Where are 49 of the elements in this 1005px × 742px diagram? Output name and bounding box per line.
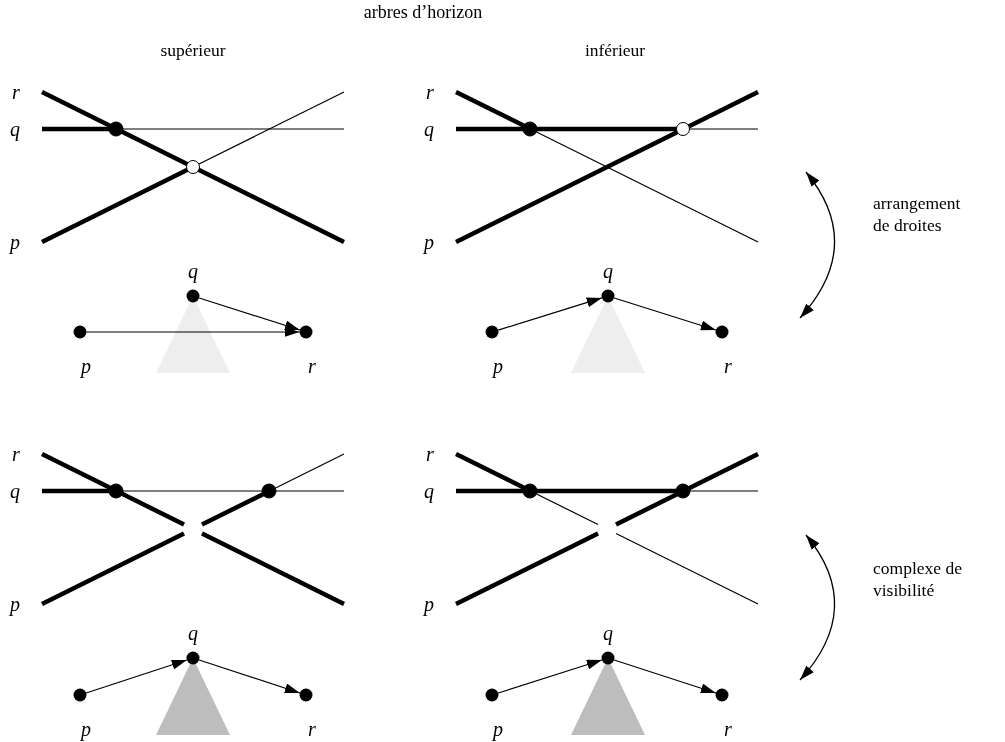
vertex-dot [485, 325, 499, 339]
line-label: r [12, 442, 20, 467]
vertex-dot [299, 325, 313, 339]
line-label: q [10, 479, 20, 504]
vertex-dot [299, 688, 313, 702]
side-note: complexe de visibilité [873, 558, 963, 602]
vertex-label: r [724, 719, 732, 739]
line-label: q [424, 479, 434, 504]
line-label: p [424, 592, 434, 617]
vertex-label: p [81, 719, 91, 739]
vertex-label: r [308, 719, 316, 739]
arrow [613, 659, 717, 694]
arrow [613, 297, 717, 331]
arrow [497, 659, 603, 694]
line-label: p [424, 230, 434, 255]
vertex-dot [485, 688, 499, 702]
vertex-dot [601, 651, 615, 665]
vertex-label: p [493, 356, 503, 376]
arrow [198, 659, 301, 694]
vertex-label: q [188, 261, 198, 281]
vertex-dot [73, 325, 87, 339]
line-label: p [10, 592, 20, 617]
line-label: q [424, 117, 434, 142]
vertex-label: r [308, 356, 316, 376]
arrow [497, 297, 603, 331]
diagram-title: arbres d’horizon [362, 2, 484, 23]
line-label: r [426, 80, 434, 105]
line-label: r [12, 80, 20, 105]
column-heading: inférieur [583, 40, 647, 62]
vertex-label: q [188, 623, 198, 643]
vertex-dot [73, 688, 87, 702]
line-label: q [10, 117, 20, 142]
line-label: p [10, 230, 20, 255]
arrow [85, 327, 301, 337]
vertex-label: q [603, 623, 613, 643]
vertex-dot [715, 325, 729, 339]
line-label: r [426, 442, 434, 467]
vertex-label: p [493, 719, 503, 739]
vertex-label: p [81, 356, 91, 376]
arrow [198, 297, 301, 331]
vertex-dot [715, 688, 729, 702]
arrow [85, 659, 188, 694]
vertex-label: q [603, 261, 613, 281]
vertex-label: r [724, 356, 732, 376]
vertex-dot [186, 289, 200, 303]
side-note: arrangement de droites [873, 193, 962, 237]
vertex-dot [186, 651, 200, 665]
column-heading: supérieur [159, 40, 227, 62]
vertex-dot [601, 289, 615, 303]
